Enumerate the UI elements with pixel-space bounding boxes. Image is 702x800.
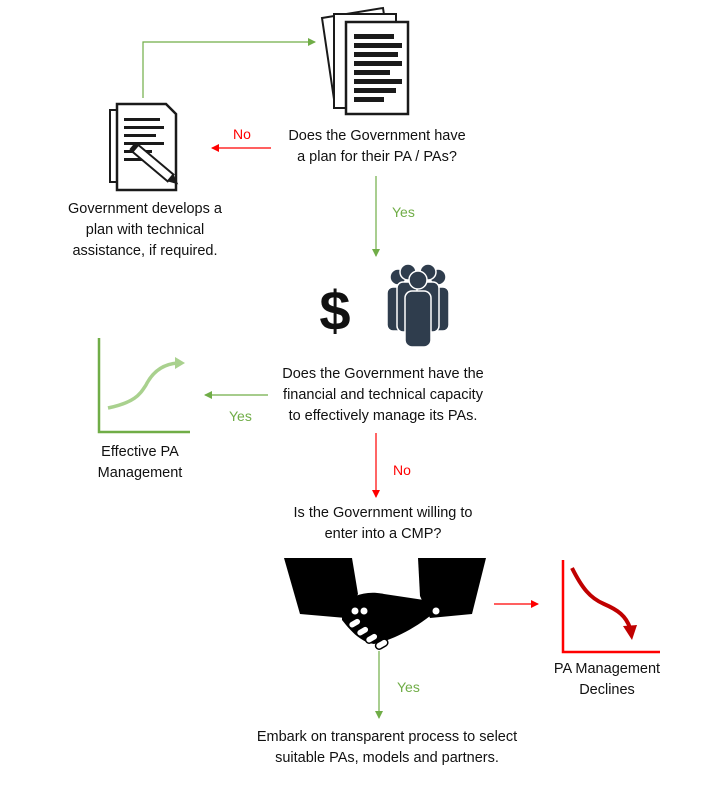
handshake-icon	[284, 558, 486, 650]
document-pen-icon	[109, 102, 179, 192]
decline-chart-icon	[561, 560, 660, 654]
node-line: Does the Government have	[288, 128, 466, 144]
node-line: suitable PAs, models and partners.	[275, 750, 499, 766]
node-line: PA Management	[553, 661, 661, 677]
node-pa-declines: PA Management Declines	[542, 659, 672, 701]
people-group-icon	[386, 263, 450, 348]
node-line: to effectively manage its PAs.	[288, 408, 478, 424]
node-effective-pa: Effective PA Management	[80, 442, 200, 484]
node-develop-plan: Government develops a plan with technica…	[40, 199, 250, 262]
edge-label-capacity-yes: Yes	[229, 408, 252, 424]
node-line: plan with technical	[85, 222, 205, 238]
node-line: Is the Government willing to	[293, 505, 473, 521]
node-line: financial and technical capacity	[283, 387, 483, 403]
growth-chart-icon	[97, 338, 190, 434]
documents-icon	[320, 6, 410, 116]
node-line: Effective PA	[101, 444, 179, 460]
node-line: a plan for their PA / PAs?	[297, 149, 457, 165]
node-line: enter into a CMP?	[324, 526, 442, 542]
node-line: Declines	[579, 682, 635, 698]
node-plan-question: Does the Government have a plan for thei…	[262, 126, 492, 168]
node-line: Management	[97, 465, 183, 481]
dollar-icon: $	[319, 279, 350, 342]
edge-label-capacity-no: No	[393, 462, 411, 478]
node-line: Government develops a	[68, 201, 222, 217]
node-line: assistance, if required.	[72, 243, 218, 259]
edge-label-cmp-yes: Yes	[397, 679, 420, 695]
node-embark: Embark on transparent process to select …	[232, 727, 542, 769]
edge-label-plan-no: No	[233, 126, 251, 142]
node-capacity-question: Does the Government have the financial a…	[258, 364, 508, 427]
node-line: Embark on transparent process to select	[256, 729, 518, 745]
node-cmp-question: Is the Government willing to enter into …	[268, 503, 498, 545]
edge-develop-to-plan	[142, 38, 316, 98]
node-line: Does the Government have the	[282, 366, 484, 382]
edge-label-plan-yes: Yes	[392, 204, 415, 220]
